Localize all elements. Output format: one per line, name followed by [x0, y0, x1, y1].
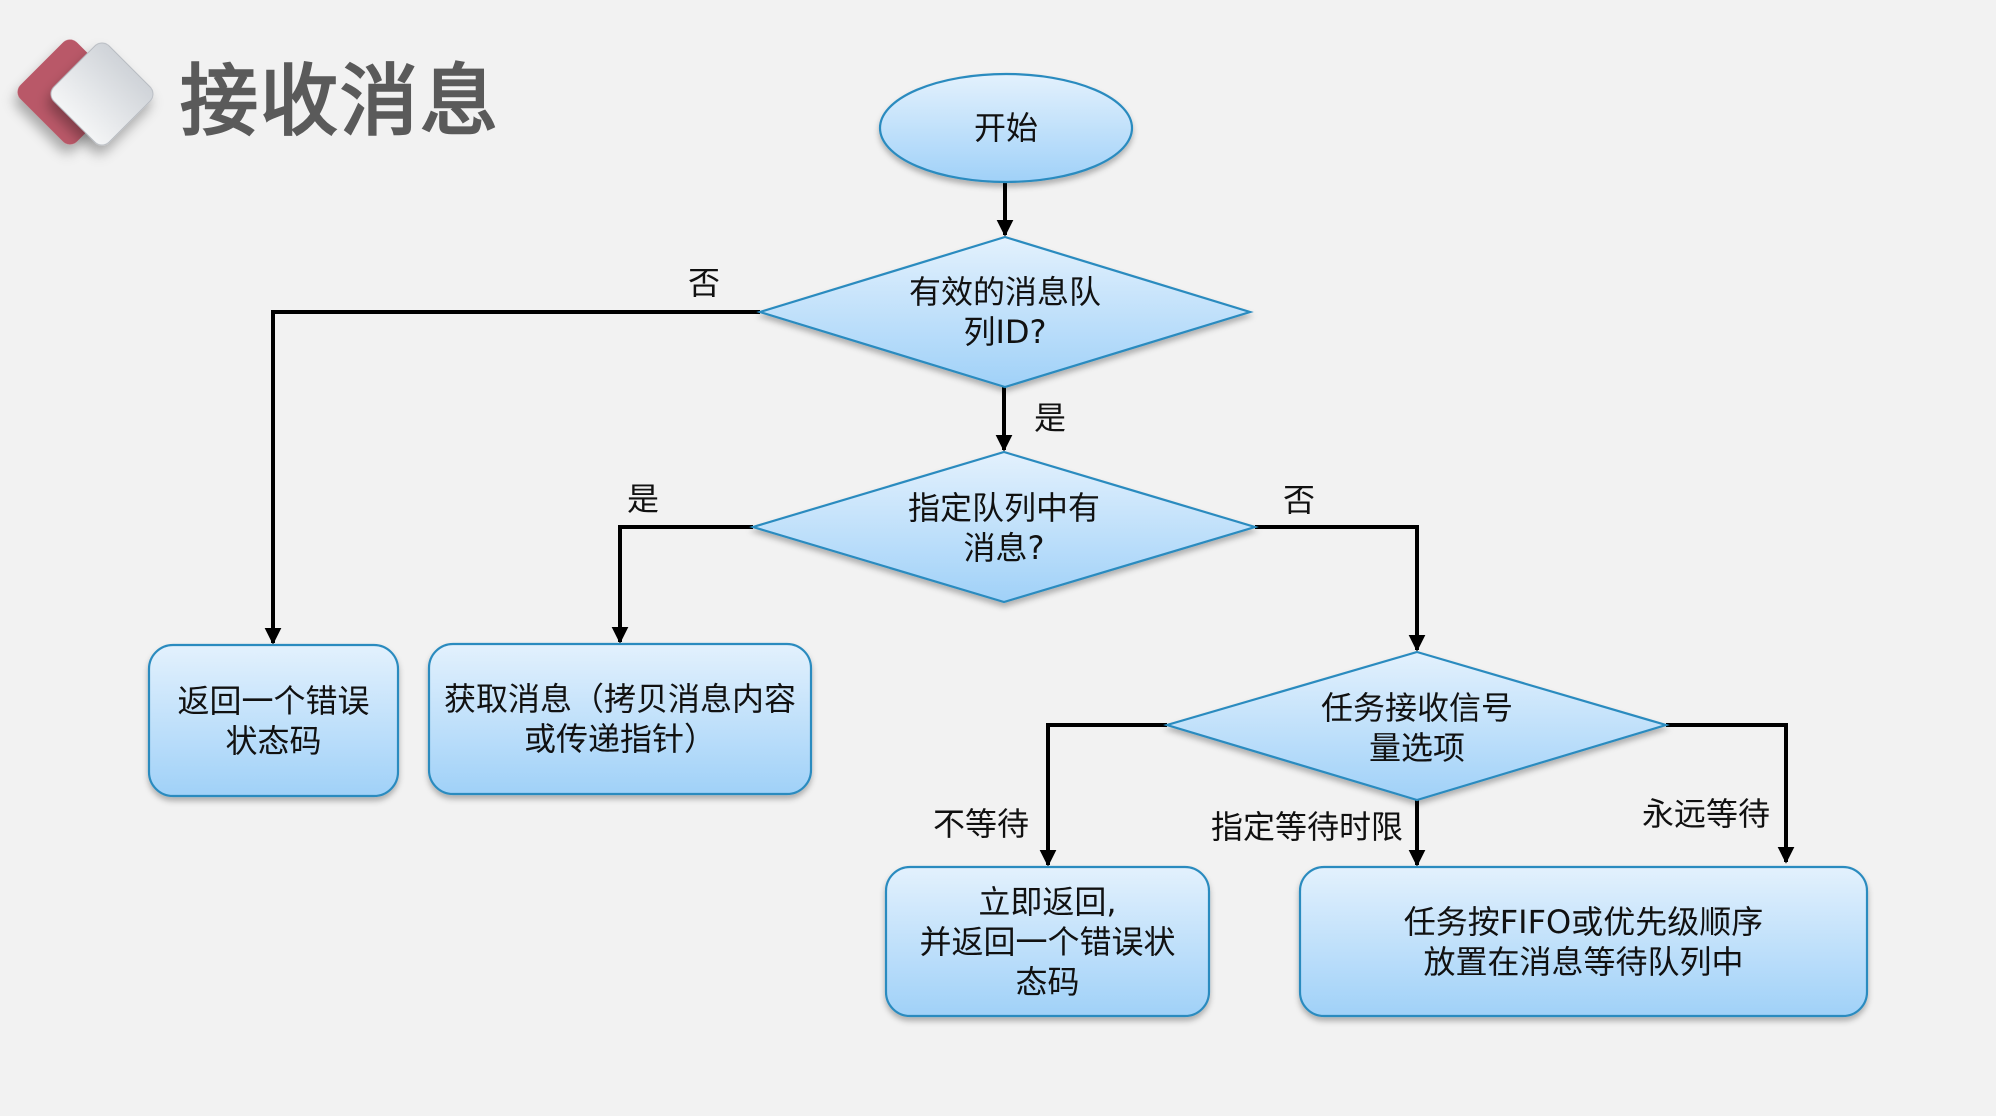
- node-valid-id-label: 有效的消息队 列ID?: [860, 268, 1150, 356]
- edge-label-valid-id-yes: 是: [1033, 399, 1067, 437]
- node-start: [878, 72, 1134, 184]
- edge-label-valid-id-no: 否: [687, 264, 721, 302]
- edge-label-has-msg-no: 否: [1282, 481, 1316, 519]
- node-option-label: 任务接收信号 量选项: [1267, 684, 1567, 772]
- node-return-now-label: 立即返回, 并返回一个错误状 态码: [886, 867, 1209, 1016]
- edge-valid-id-no: [264, 310, 760, 645]
- node-text: 开始: [973, 109, 1038, 147]
- edge-label-has-msg-yes: 是: [626, 480, 660, 518]
- node-text: 立即返回, 并返回一个错误状 态码: [919, 882, 1176, 1001]
- edge-option-no-wait: [1039, 723, 1167, 867]
- node-return-error-label: 返回一个错误 状态码: [149, 645, 398, 796]
- edge-has-msg-yes: [611, 525, 753, 644]
- node-text: 任务按FIFO或优先级顺序 放置在消息等待队列中: [1403, 902, 1764, 981]
- node-return-error: [147, 643, 400, 798]
- edge-label-timed-wait: 指定等待时限: [1210, 808, 1404, 846]
- edge-label-wait-forever: 永远等待: [1641, 795, 1771, 833]
- edge-has-msg-no: [1255, 525, 1426, 652]
- node-has-msg-label: 指定队列中有 消息?: [854, 484, 1154, 572]
- node-return-now: [884, 865, 1211, 1018]
- page-title: 接收消息: [180, 57, 501, 147]
- node-has-msg: [749, 450, 1259, 604]
- edges: [264, 183, 1795, 867]
- node-valid-id: [756, 235, 1254, 389]
- node-start-label: 开始: [880, 74, 1132, 182]
- node-text: 获取消息（拷贝消息内容 或传递指针）: [443, 680, 796, 758]
- edge-label-no-wait: 不等待: [932, 805, 1030, 843]
- node-text: 任务接收信号 量选项: [1320, 689, 1513, 767]
- nodes: [147, 72, 1869, 1018]
- double-diamond-icon: [17, 39, 154, 146]
- node-option: [1163, 650, 1670, 802]
- node-enqueue: [1298, 865, 1869, 1018]
- node-get-msg-label: 获取消息（拷贝消息内容 或传递指针）: [429, 644, 811, 794]
- node-get-msg: [427, 642, 813, 796]
- edge-option-forever: [1666, 723, 1795, 864]
- node-text: 有效的消息队 列ID?: [908, 273, 1101, 351]
- node-text: 指定队列中有 消息?: [907, 489, 1100, 567]
- node-text: 返回一个错误 状态码: [177, 681, 370, 760]
- node-enqueue-label: 任务按FIFO或优先级顺序 放置在消息等待队列中: [1300, 867, 1867, 1016]
